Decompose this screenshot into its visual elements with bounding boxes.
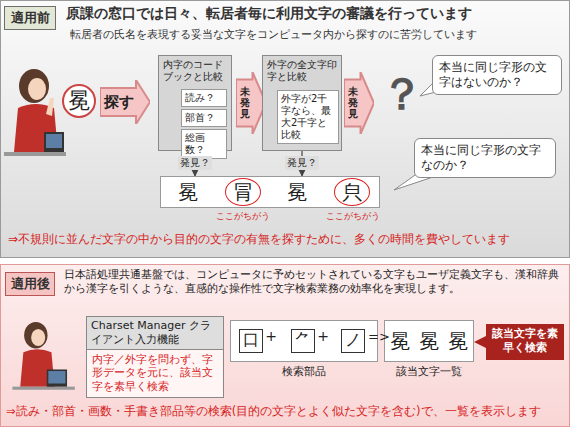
text-label: 原課の窓口では日々、転居者毎に利用文字の審議を行っています <box>66 5 566 23</box>
top-panel <box>1 1 570 258</box>
text-label: ここがちがう <box>212 211 274 222</box>
char-cell: 冕 <box>414 328 443 354</box>
part-box: ノ <box>341 329 365 353</box>
node-text: 該当文字を素早く検索 <box>491 327 559 355</box>
tab-label: 適用前 <box>4 6 56 30</box>
highlight-callout: 該当文字を素早く検索 <box>486 324 564 360</box>
node-text: 内字／外字を問わず、字形データを元に、該当文字を素早く検索 <box>87 350 223 397</box>
node-text: 部首？ <box>185 112 223 124</box>
char-cell: 㒵 <box>325 178 380 206</box>
node-text: 内字のコードブックと比較 <box>163 59 227 83</box>
text-label: 転居者の氏名を表現する妥当な文字をコンピュータ内から探すのに苦労しています <box>70 28 566 42</box>
search-box: 検索部品口⺈ノ <box>230 320 378 362</box>
callout-bubble: 本当に同じ字形の文字なのか？ <box>414 138 556 178</box>
callout-tail <box>474 336 486 348</box>
text-label: ⇒不規則に並んだ文字の中から目的の文字の有無を探すために、多くの時間を費やしてい… <box>8 232 564 247</box>
node-text: 冐 <box>225 178 261 206</box>
text-label: ⇒読み・部首・画数・手書き部品等の検索(目的の文字とよく似た文字を含む)で、一覧… <box>6 404 566 418</box>
callout-bubble: 本当に同じ字形の文字はないのか？ <box>432 55 562 95</box>
text-label: + <box>264 328 278 346</box>
text-label: + <box>316 328 330 346</box>
node-text: 冕 <box>64 86 94 116</box>
item-box: 外字が2千字なら、最大2千字と比較 <box>277 90 339 144</box>
node-text: 口 <box>240 330 262 350</box>
node-text: 適用後 <box>6 275 54 293</box>
person-figure <box>12 322 74 390</box>
node-text: 該当文字一覧 <box>385 364 473 379</box>
node-text: 本当に同じ字形の文字はないのか？ <box>439 60 555 90</box>
node-text: 読み？ <box>185 92 223 104</box>
part-box: 口 <box>239 329 263 353</box>
node-text: 本当に同じ字形の文字なのか？ <box>421 143 549 173</box>
node-text: 未発見 <box>348 86 358 119</box>
edge-label: 発見？ <box>178 156 212 170</box>
character-circle: 冕 <box>62 84 96 118</box>
text-label: => <box>366 329 392 345</box>
text-label: ？ <box>380 66 424 121</box>
node-text: ⺈ <box>292 330 314 350</box>
char-cell: 冕 <box>161 179 216 205</box>
function-box: Charset Manager クライアント入力機能内字／外字を問わず、字形デー… <box>86 316 224 398</box>
char-cell: 冐 <box>216 178 271 206</box>
node-text: Charset Manager クライアント入力機能 <box>87 317 223 350</box>
block-arrow: 探す <box>100 80 150 124</box>
result-box: 冕冕冕該当文字一覧 <box>384 320 474 362</box>
bottom-panel <box>1 265 570 427</box>
item-box: 部首？ <box>181 109 227 127</box>
node-text: 冕 <box>174 179 202 205</box>
node-text: 外字が2千字なら、最大2千字と比較 <box>281 93 335 141</box>
node-text: 㒵 <box>334 178 370 206</box>
text-label: ここがちがう <box>322 211 384 222</box>
item-box: 読み？ <box>181 89 227 107</box>
node-text: 冕 <box>283 179 311 205</box>
person-figure <box>4 69 66 156</box>
node-text: 探す <box>104 93 134 112</box>
char-cell: 冕 <box>444 328 473 354</box>
block-arrow: 未発見 <box>344 72 374 134</box>
node-text: ノ <box>342 330 364 350</box>
group-box: 外字の全文字印字と比較外字が2千字なら、最大2千字と比較 <box>262 55 342 151</box>
node-text: 外字の全文字印字と比較 <box>267 59 337 83</box>
node-text: 冕 <box>444 328 472 354</box>
char-cell: 冕 <box>270 179 325 205</box>
node-text: 総画数？ <box>185 132 223 156</box>
text-label: 日本語処理共通基盤では、コンピュータに予めセットされている文字もユーザ定義文字も… <box>64 268 564 296</box>
node-text: 適用前 <box>5 9 55 27</box>
character-row: 冕冐冕㒵 <box>160 176 380 208</box>
group-box: 内字のコードブックと比較読み？部首？総画数？ <box>158 55 232 151</box>
node-text: 冕 <box>415 328 443 354</box>
part-box: ⺈ <box>291 329 315 353</box>
node-text: 検索部品 <box>231 364 377 379</box>
item-box: 総画数？ <box>181 129 227 159</box>
tab-label: 適用後 <box>5 272 55 296</box>
edge-label: 発見？ <box>285 156 319 170</box>
node-text: 未発見 <box>240 86 250 119</box>
